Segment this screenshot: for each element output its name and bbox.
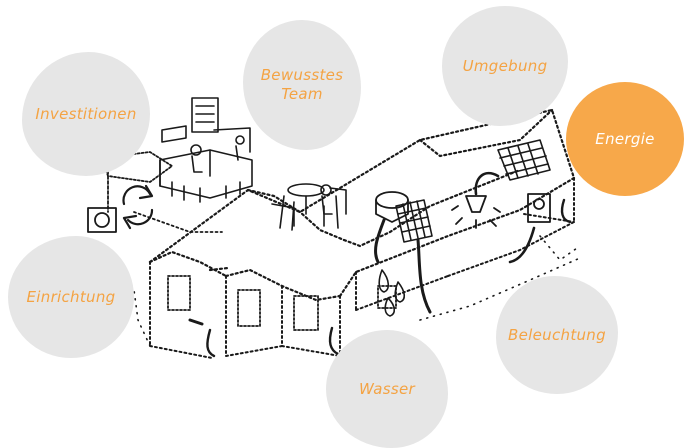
bubble-energie[interactable]: Energie xyxy=(566,82,684,196)
building-roof xyxy=(148,108,576,302)
recycle-icon xyxy=(122,184,154,230)
drainpipes xyxy=(206,198,572,358)
restaurant-counter xyxy=(159,97,253,203)
bubble-beleuchtung[interactable]: Beleuchtung xyxy=(496,276,618,394)
bubble-umgebung[interactable]: Umgebung xyxy=(442,6,568,126)
bubble-wasser[interactable]: Wasser xyxy=(326,330,448,448)
bubble-label-bewusstes-team: Bewusstes Team xyxy=(260,66,344,103)
ground-dots xyxy=(133,235,581,347)
bubble-label-energie: Energie xyxy=(595,129,655,148)
bubble-label-wasser: Wasser xyxy=(358,379,416,398)
bubble-label-einrichtung: Einrichtung xyxy=(26,287,116,306)
bubble-bewusstes-team[interactable]: Bewusstes Team xyxy=(243,20,361,150)
building-walls xyxy=(149,177,575,359)
bubble-label-umgebung: Umgebung xyxy=(462,56,548,75)
bubble-investitionen[interactable]: Investitionen xyxy=(22,52,150,176)
service-area xyxy=(87,151,223,233)
electric-meter-icon xyxy=(508,193,551,264)
door-mark xyxy=(188,318,204,326)
water-drop-icon xyxy=(378,269,406,317)
bubble-label-beleuchtung: Beleuchtung xyxy=(508,325,606,344)
lamp-icon xyxy=(451,171,501,229)
water-tank-icon xyxy=(374,191,409,264)
cafe-tables xyxy=(271,183,347,231)
bubble-einrichtung[interactable]: Einrichtung xyxy=(8,236,134,358)
bubble-label-investitionen: Investitionen xyxy=(35,104,137,123)
solar-panel-icon xyxy=(395,139,551,314)
